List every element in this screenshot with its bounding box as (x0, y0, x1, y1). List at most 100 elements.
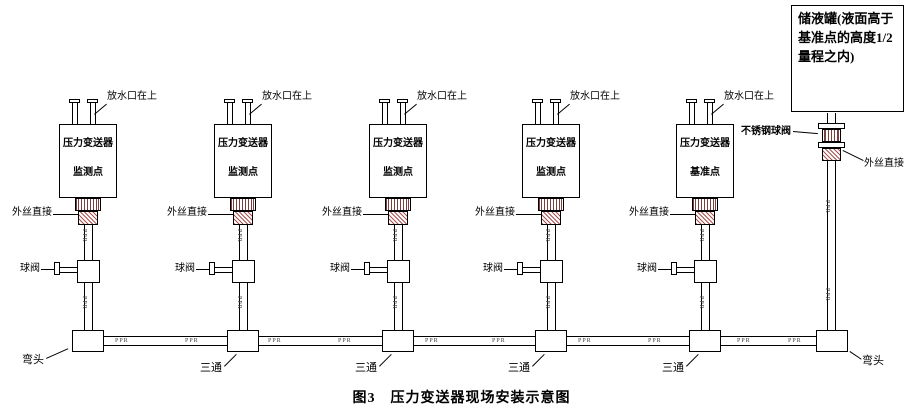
bottom-fitting (689, 330, 721, 352)
pipe-material-label: PPR (544, 296, 550, 310)
drain-port-label: 放水口在上 (570, 91, 620, 102)
transmitter-body: 压力变送器 监测点 (522, 124, 580, 198)
valve-label: 球阀 (637, 263, 657, 274)
valve-label: 球阀 (330, 263, 350, 274)
riser-pipe-upper (239, 225, 248, 260)
bottom-fitting (227, 330, 259, 352)
leader-line (658, 269, 671, 270)
pipe-material-label: PPR (492, 338, 506, 344)
transmitter-point-type: 监测点 (383, 167, 413, 178)
drain-port-label: 放水口在上 (724, 91, 774, 102)
pipe-material-label: PPR (698, 296, 704, 310)
transmitter-point-type: 监测点 (536, 167, 566, 178)
storage-tank-note: 储液罐(液面高于基准点的高度1/2量程之内) (791, 5, 904, 112)
threaded-nipple (695, 211, 715, 225)
transmitter-body: 压力变送器 基准点 (676, 124, 734, 198)
pipe-material-label: PPR (648, 338, 662, 344)
pipe-material-label: PPR (81, 296, 87, 310)
threaded-nipple (541, 211, 561, 225)
transmitter-title: 压力变送器 (63, 138, 113, 149)
process-connection (75, 198, 101, 211)
leader-line (351, 269, 364, 270)
vent-plug-icon (535, 102, 541, 126)
drain-port-label: 放水口在上 (107, 91, 157, 102)
riser-pipe-upper (84, 225, 93, 260)
stainless-valve-label: 不锈钢球阀 (741, 126, 791, 137)
main-horizontal-pipe (76, 336, 846, 346)
leader-line (504, 269, 517, 270)
pipe-material-label: PPR (81, 229, 87, 243)
transmitter-body: 压力变送器 监测点 (369, 124, 427, 198)
pipe-material-label: PPR (236, 296, 242, 310)
valve-flange-icon (818, 123, 845, 129)
pipe-material-label: PPR (425, 338, 439, 344)
pipe-material-label: PPR (788, 338, 802, 344)
right-elbow-fitting (816, 330, 848, 352)
riser-pipe-upper (701, 225, 710, 260)
leader-line (196, 269, 209, 270)
threaded-nipple (388, 211, 408, 225)
pipe-material-label: PPR (824, 200, 830, 214)
threaded-nipple (78, 211, 98, 225)
vent-plug-icon (227, 102, 233, 126)
transmitter-point-type: 监测点 (228, 167, 258, 178)
pipe-material-label: PPR (737, 338, 751, 344)
tee-label: 三通 (200, 362, 222, 374)
leader-line (670, 214, 695, 215)
valve-handle-icon (369, 267, 388, 273)
transmitter-body: 压力变送器 监测点 (59, 124, 117, 198)
drain-port-label: 放水口在上 (417, 91, 467, 102)
pipe-material-label: PPR (698, 229, 704, 243)
tee-label: 三通 (508, 362, 530, 374)
transmitter-title: 压力变送器 (526, 138, 576, 149)
pipe-material-label: PPR (115, 338, 129, 344)
valve-label: 球阀 (20, 263, 40, 274)
pipe-material-label: PPR (268, 338, 282, 344)
valve-handle-icon (214, 267, 233, 273)
vent-plug-icon (72, 102, 78, 126)
drain-port-label: 放水口在上 (262, 91, 312, 102)
pipe-material-label: PPR (338, 338, 352, 344)
nipple-label: 外丝直接 (864, 158, 904, 169)
transmitter-assembly: 放水口在上 压力变送器 监测点 外丝直接 PPR 球阀 PPR (165, 90, 321, 358)
tank-riser-pipe (827, 161, 836, 333)
valve-label: 球阀 (175, 263, 195, 274)
threaded-nipple (822, 148, 841, 161)
leader-line (363, 214, 388, 215)
transmitter-assembly: 放水口在上 压力变送器 基准点 外丝直接 PPR 球阀 PPR (627, 90, 783, 358)
bottom-fitting (72, 330, 104, 352)
ball-valve (694, 260, 717, 283)
tank-stub-pipe (827, 113, 836, 123)
transmitter-point-type: 基准点 (690, 167, 720, 178)
figure-caption: 图3 压力变送器现场安装示意图 (352, 391, 571, 406)
pipe-material-label: PPR (391, 296, 397, 310)
nipple-label: 外丝直接 (12, 207, 52, 218)
valve-handle-icon (676, 267, 695, 273)
riser-pipe-upper (394, 225, 403, 260)
valve-handle-icon (522, 267, 541, 273)
leader-line (516, 214, 541, 215)
ball-valve (77, 260, 100, 283)
nipple-label: 外丝直接 (167, 207, 207, 218)
transmitter-assembly: 放水口在上 压力变送器 监测点 外丝直接 PPR 球阀 PPR (10, 90, 166, 358)
pipe-material-label: PPR (824, 288, 830, 302)
valve-label: 球阀 (483, 263, 503, 274)
ball-valve (232, 260, 255, 283)
riser-pipe-lower (394, 283, 403, 330)
process-connection (692, 198, 718, 211)
pipe-material-label: PPR (236, 229, 242, 243)
transmitter-title: 压力变送器 (373, 138, 423, 149)
pipe-material-label: PPR (185, 338, 199, 344)
nipple-label: 外丝直接 (475, 207, 515, 218)
transmitter-assembly: 放水口在上 压力变送器 监测点 外丝直接 PPR 球阀 PPR (320, 90, 476, 358)
tee-label: 三通 (662, 362, 684, 374)
vent-plug-icon (689, 102, 695, 126)
valve-handle-icon (59, 267, 78, 273)
valve-flange-icon (818, 142, 845, 148)
process-connection (538, 198, 564, 211)
vent-plug-icon (382, 102, 388, 126)
riser-pipe-lower (701, 283, 710, 330)
bottom-fitting (535, 330, 567, 352)
pipe-material-label: PPR (391, 229, 397, 243)
